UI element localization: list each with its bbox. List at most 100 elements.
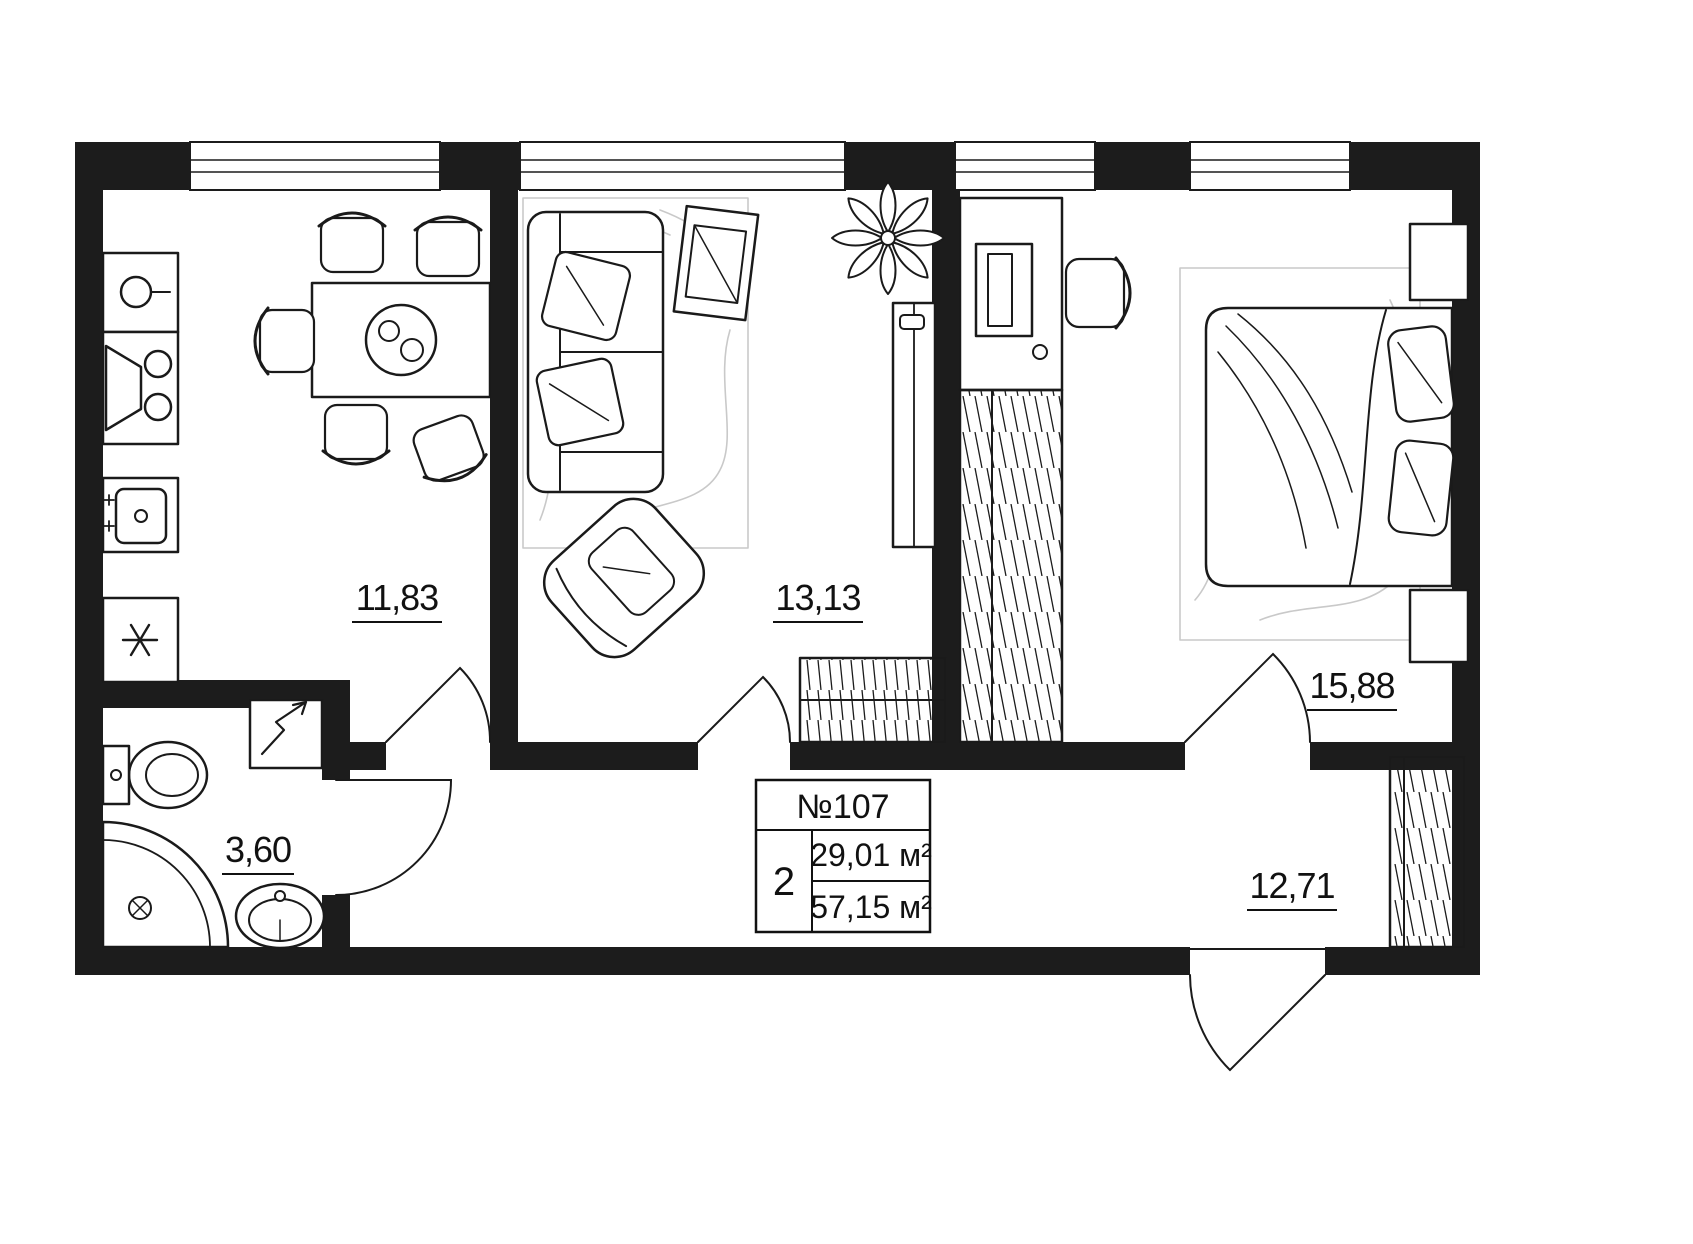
armchair xyxy=(542,497,706,659)
rug-contour xyxy=(1259,579,1396,621)
nightstand-bottom xyxy=(1408,588,1470,664)
plant-leaf xyxy=(831,229,883,247)
unit-number: №107 xyxy=(796,788,889,826)
bedroom xyxy=(958,196,1470,744)
wall-left xyxy=(75,142,103,975)
info-table: №107 2 29,01 м² 57,15 м² xyxy=(754,778,932,934)
plant-leaf xyxy=(891,197,929,235)
kitchen-sink-drain xyxy=(134,509,148,523)
pillow-crease xyxy=(1397,341,1443,404)
pillow-crease xyxy=(565,265,605,326)
chair-back xyxy=(253,306,270,376)
rooms-count: 2 xyxy=(773,860,795,904)
wall-hall-1 xyxy=(350,742,386,770)
chair-seat xyxy=(258,308,316,374)
desk-chair xyxy=(1064,256,1132,330)
dining-plate-small xyxy=(400,338,424,362)
bathroom-area-label: 3,60 xyxy=(225,829,291,870)
sofa-pillow xyxy=(535,357,625,447)
wall-bottom-right xyxy=(1325,947,1480,975)
wall-bottom-left xyxy=(75,947,1190,975)
chair-back xyxy=(413,215,483,232)
dining-chair xyxy=(412,414,488,483)
wall-kitchen-living xyxy=(490,190,518,742)
hallway xyxy=(1388,755,1466,949)
chair-back xyxy=(1114,256,1132,330)
window-bedroom-1 xyxy=(954,141,1096,191)
chair-seat xyxy=(412,414,485,482)
plant-pot xyxy=(880,230,896,246)
blanket-fold xyxy=(1225,325,1339,529)
blanket-fold xyxy=(1217,351,1307,549)
windows xyxy=(189,141,1351,191)
tv-screen-diagonal xyxy=(693,224,739,304)
plant-leaf xyxy=(847,241,885,279)
bathroom xyxy=(101,698,326,950)
bedroom-area-label: 15,88 xyxy=(1309,665,1394,706)
wall-bathroom-right-lower xyxy=(322,895,350,975)
dining-chair xyxy=(253,306,316,376)
door-bedroom xyxy=(1184,652,1311,743)
toilet-bowl-inner xyxy=(145,753,199,797)
dining-chair xyxy=(317,211,387,274)
shower-drain-cross xyxy=(132,900,148,916)
nightstand-top xyxy=(1408,222,1470,302)
kitchen-bowl xyxy=(119,275,153,309)
door-bathroom xyxy=(335,779,453,896)
vent-arrow-head xyxy=(291,700,308,716)
wardrobe-bedroom xyxy=(958,388,1064,744)
living-room xyxy=(522,181,947,744)
dining-chair xyxy=(413,215,483,278)
wardrobe-hallway xyxy=(1388,755,1466,949)
wall-hall-2 xyxy=(490,742,698,770)
stove-oven xyxy=(104,344,143,432)
window-living xyxy=(519,141,846,191)
chair-seat xyxy=(319,216,385,274)
stove-burner xyxy=(143,392,173,422)
wall-bathroom-right-upper xyxy=(322,680,350,780)
armchair-back-line xyxy=(555,567,628,648)
window-frame xyxy=(189,141,441,191)
kitchen-tap-marks xyxy=(103,494,115,532)
vent-arrow-icon xyxy=(260,700,308,756)
sofa-pillow xyxy=(540,250,632,342)
room-labels: 11,83 13,13 15,88 3,60 12,71 xyxy=(222,577,1397,911)
window-frame xyxy=(519,141,846,191)
door-kitchen xyxy=(385,666,492,743)
monitor-screen xyxy=(987,253,1013,327)
toilet-button xyxy=(110,769,122,781)
plant-leaf xyxy=(847,197,885,235)
door-entrance xyxy=(1189,974,1326,1072)
door-living xyxy=(697,675,791,743)
ventilation-shaft xyxy=(248,698,324,770)
bathroom-sink-faucet xyxy=(274,890,286,902)
armchair-pillow-crease xyxy=(602,566,651,575)
blanket-fold xyxy=(1237,313,1353,493)
info-table-border xyxy=(754,778,932,934)
tv-stand xyxy=(672,204,760,322)
kitchen xyxy=(101,211,492,684)
plant-leaf xyxy=(893,229,945,247)
total-area-value: 57,15 м² xyxy=(810,889,932,925)
pillow-crease xyxy=(1404,452,1436,523)
tv-panel-handle xyxy=(899,314,925,330)
plant-leaf xyxy=(879,181,897,233)
wall-hall-4 xyxy=(962,742,1185,770)
stove-burner xyxy=(143,349,173,379)
fridge-snowflake-icon xyxy=(121,623,159,657)
dining-plate xyxy=(364,303,438,377)
chair-back xyxy=(317,211,387,228)
plant xyxy=(831,181,945,295)
doors xyxy=(335,652,1326,1072)
hallway-area-label: 12,71 xyxy=(1249,865,1334,906)
chair-seat xyxy=(415,220,481,278)
shower-tray-inner xyxy=(102,839,211,948)
window-frame xyxy=(954,141,1096,191)
mouse xyxy=(1032,344,1048,360)
bed-pillow xyxy=(1387,325,1455,423)
window-frame xyxy=(1189,141,1351,191)
chair-seat xyxy=(323,403,389,461)
chair-back xyxy=(422,453,488,483)
